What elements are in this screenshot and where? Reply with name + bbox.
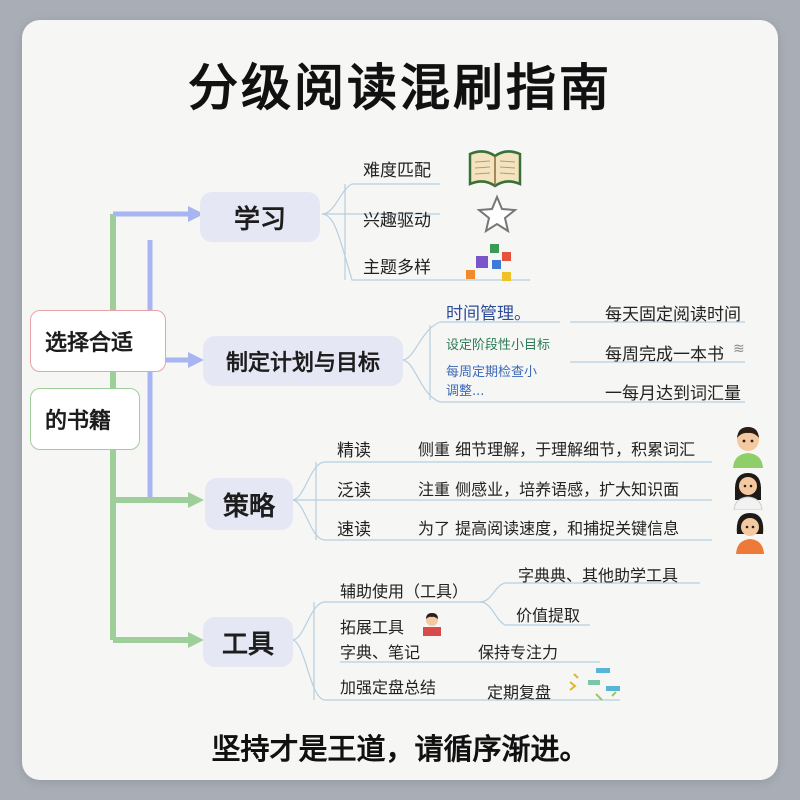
branch-plan-label: 制定计划与目标	[225, 351, 380, 376]
tools-expand: 拓展工具	[340, 618, 405, 637]
scribble-icon: ≋	[733, 341, 745, 357]
goal-monthly: 一每月达到词汇量	[605, 384, 741, 404]
root-label-line2: 的书籍	[45, 409, 112, 434]
star-icon	[476, 194, 518, 234]
page-title: 分级阅读混刷指南	[188, 59, 612, 117]
branch-strategy-label: 策略	[222, 491, 275, 522]
plan-sub-item-3: 调整...	[446, 384, 485, 399]
tools-sub-dictionary: 字典典、其他助学工具	[518, 566, 679, 585]
strategy-extensive-name: 泛读	[337, 481, 371, 501]
branch-study-pill[interactable]: 学习	[200, 192, 320, 242]
tools-usage: 辅助使用（工具）	[340, 582, 469, 601]
leaf-interest: 兴趣驱动	[363, 211, 431, 231]
branch-tools-pill[interactable]: 工具	[203, 617, 293, 667]
root-node-line1: 选择合适	[30, 310, 166, 372]
strategy-intensive-name: 精读	[337, 441, 371, 461]
reading-kid-icon	[423, 613, 441, 636]
branch-study-label: 学习	[233, 204, 286, 235]
branch-strategy-pill[interactable]: 策略	[205, 478, 293, 530]
strategy-extensive-desc: 注重 侧感业，培养语感，扩大知识面	[418, 480, 680, 499]
leaf-topics: 主题多样	[363, 258, 431, 278]
boy-avatar-icon	[733, 427, 763, 468]
plan-sub-item-1: 设定阶段性小目标	[446, 338, 551, 353]
plan-sub-item-2: 每周定期检查小	[446, 365, 538, 380]
leaf-difficulty: 难度匹配	[363, 161, 431, 181]
tools-sub-review: 定期复盘	[487, 683, 552, 702]
branch-plan-pill[interactable]: 制定计划与目标	[203, 336, 403, 386]
tools-sub-value: 价值提取	[516, 606, 581, 625]
strategy-speed-name: 速读	[337, 520, 371, 540]
tools-sub-focus: 保持专注力	[478, 643, 559, 662]
goal-daily: 每天固定阅读时间	[605, 305, 741, 325]
girl-avatar-icon	[733, 473, 763, 510]
plan-subtitle: 时间管理。	[446, 304, 531, 324]
tools-dictionary-notes: 字典、笔记	[340, 643, 421, 662]
goal-weekly: 每周完成一本书	[605, 345, 724, 365]
woman-avatar-icon	[736, 513, 764, 554]
tools-review-summary: 加强定盘总结	[340, 678, 437, 697]
strategy-intensive-desc: 侧重 细节理解，于理解细节，积累词汇	[418, 440, 696, 459]
strategy-speed-desc: 为了 提高阅读速度，和捕捉关键信息	[418, 519, 680, 538]
footer-motto: 坚持才是王道，请循序渐进。	[211, 732, 589, 766]
open-book-icon	[468, 150, 522, 188]
branch-tools-label: 工具	[221, 629, 274, 660]
root-label-line1: 选择合适	[45, 331, 134, 356]
root-node-line2: 的书籍	[30, 388, 140, 450]
colored-blocks-icon	[466, 244, 511, 281]
scattered-cards-icon	[569, 668, 620, 701]
